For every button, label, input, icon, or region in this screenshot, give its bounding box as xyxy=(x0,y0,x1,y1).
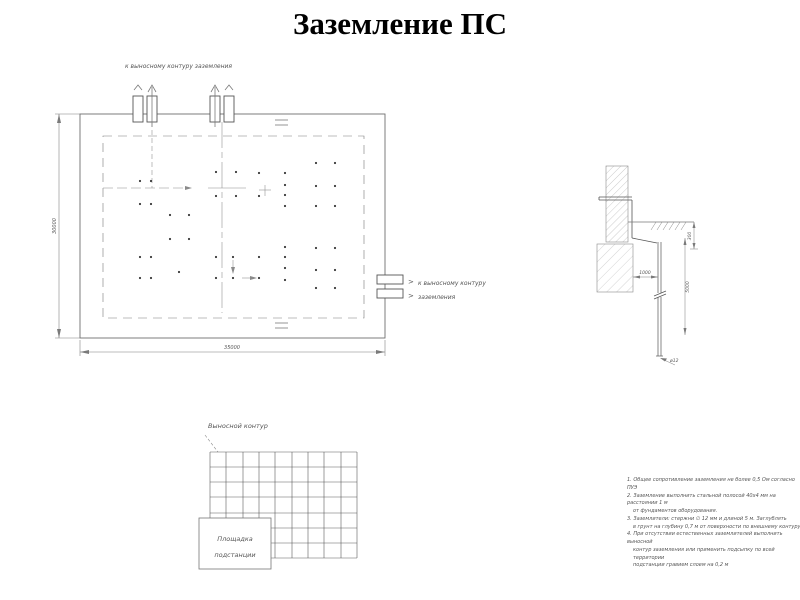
substation-area-label-1: Площадка xyxy=(217,535,253,543)
svg-text:>: > xyxy=(408,292,414,300)
plan-outline xyxy=(79,113,386,339)
ground-electrode-dots xyxy=(138,161,337,290)
remote-loop-drawing: Выносной контур Площадка подстанции xyxy=(198,422,358,570)
rod-length-dimension xyxy=(683,238,687,335)
right-lead-arrows: > > xyxy=(408,278,414,300)
width-dimension xyxy=(79,340,386,356)
foundation-section xyxy=(596,243,634,293)
height-dimension xyxy=(55,113,80,339)
right-lead-rects xyxy=(376,274,404,299)
note-line: 1. Общее сопротивление заземления не бол… xyxy=(627,477,795,491)
grounding-detail-drawing: 300 1000 5000 ø12 xyxy=(596,165,698,366)
offset-dimension xyxy=(633,275,658,279)
equipment-marks xyxy=(275,119,288,329)
substation-area-box xyxy=(198,517,272,570)
note-line: 2. Заземление выполнить стальной полосой… xyxy=(627,492,776,507)
depth-dimension-text: 300 xyxy=(687,232,693,241)
ground-surface-line xyxy=(628,221,694,231)
column-section xyxy=(605,165,629,243)
note-line: подстанции гравием слоем на 0,2 м xyxy=(633,562,729,569)
width-dimension-text: 35000 xyxy=(224,345,240,351)
ground-rod xyxy=(653,242,667,357)
ground-loop-dashed xyxy=(102,135,365,319)
plan-right-label-2: заземления xyxy=(418,294,456,301)
rod-diameter-leader xyxy=(660,358,676,366)
plan-axis-lines xyxy=(103,122,271,313)
depth-dimension xyxy=(690,222,698,250)
up-arrow-icon xyxy=(133,84,234,127)
note-line: от фундаментов оборудования. xyxy=(633,508,718,514)
svg-text:>: > xyxy=(408,278,414,286)
ground-strip xyxy=(598,196,658,244)
grounding-plan-drawing: > > к выносному контуру заземления к вын… xyxy=(52,63,486,356)
height-dimension-text: 30000 xyxy=(52,218,58,234)
rod-length-dimension-text: 5000 xyxy=(685,281,691,293)
rod-diameter-text: ø12 xyxy=(669,358,679,364)
note-line: 3. Заземлители: стержни ∅ 12 мм и длиной… xyxy=(627,515,787,522)
drawing-notes: 1. Общее сопротивление заземления не бол… xyxy=(627,477,800,570)
plan-right-label-1: к выносному контуру xyxy=(418,280,486,287)
page-title: Заземление ПС xyxy=(292,6,508,41)
note-line: в грунт на глубину 0,7 м от поверхности … xyxy=(633,523,800,530)
offset-dimension-text: 1000 xyxy=(639,270,651,276)
substation-area-label-2: подстанции xyxy=(214,551,255,559)
note-line: контур заземления или применить подсыпку… xyxy=(633,546,775,561)
remote-loop-label: Выносной контур xyxy=(208,422,268,430)
remote-loop-leader xyxy=(204,434,219,453)
plan-top-label: к выносному контуру заземления xyxy=(125,63,232,70)
top-lead-rects xyxy=(132,95,235,123)
note-line: 4. При отсутствии естественных заземлите… xyxy=(627,531,783,545)
